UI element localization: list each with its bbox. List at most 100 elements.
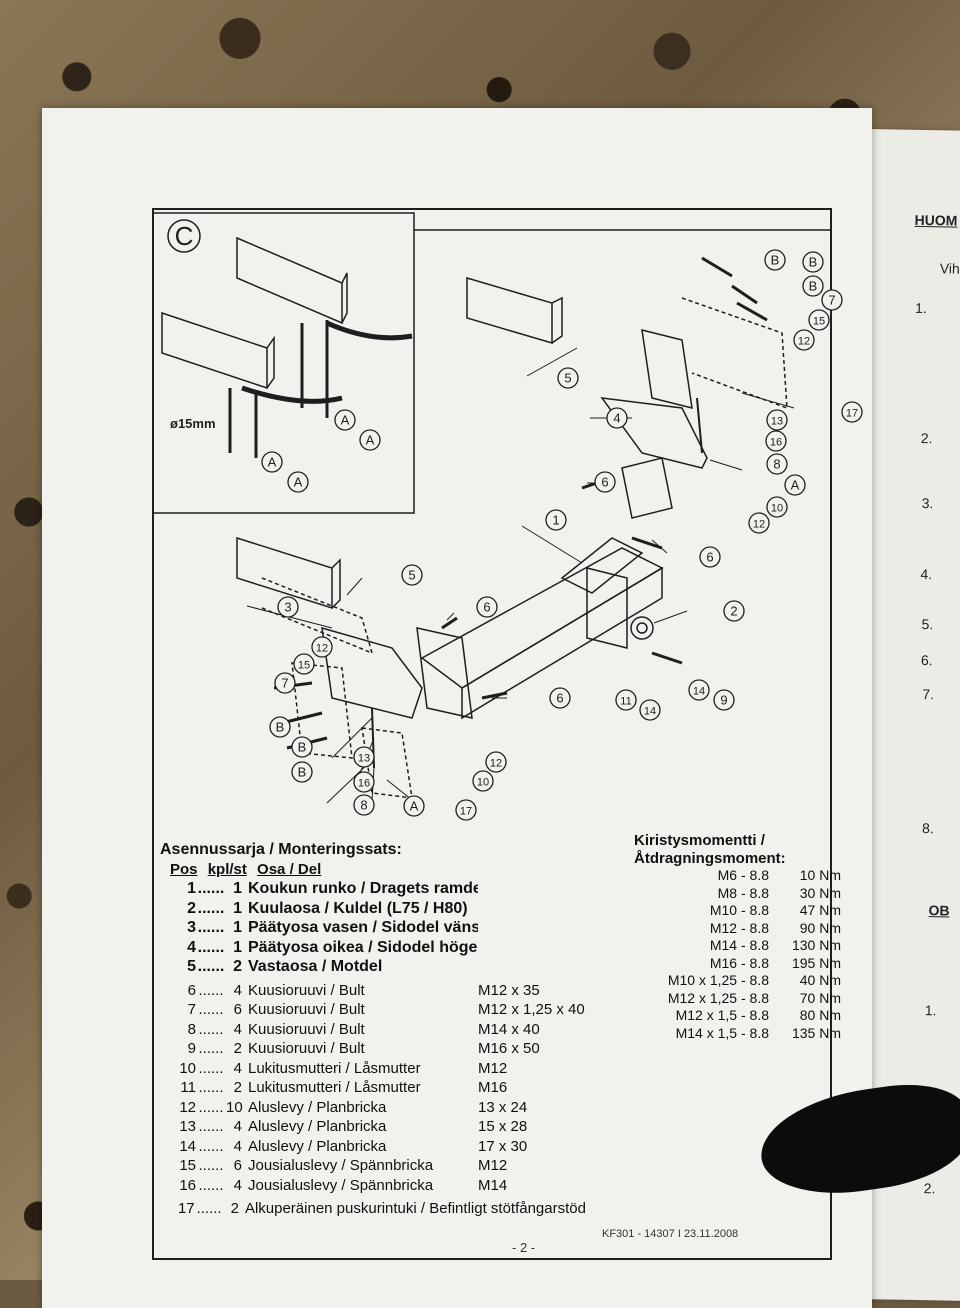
callout-bubble [353,746,375,768]
callout-bubble [766,496,788,518]
kit-dots: ...... [197,899,225,917]
kit-part-size: 17 x 30 [478,1137,528,1155]
callout-bubble [765,430,787,452]
kit-qty: 4 [233,1059,242,1077]
callout-bubble [403,795,425,817]
callout-label: 12 [316,643,328,655]
torque-bolt: M6 - 8.8 [717,867,769,883]
torque-bolt: M12 x 1,25 - 8.8 [667,989,769,1006]
callout-bubble [549,687,571,709]
kit-title: Asennussarja / Monteringssats: [160,841,402,858]
kit-qty: 1 [233,938,242,956]
kit-qty: 6 [233,1001,242,1018]
callout-label: 7 [281,676,288,691]
kit-part-name: Aluslevy / Planbricka [248,1137,387,1155]
kit-part-size: M16 [478,1079,508,1096]
kit-part-name: Alkuperäinen puskurintuki / Befintligt s… [244,1200,586,1217]
callout-label: 10 [477,777,489,789]
callout-bubble [545,509,567,531]
callout-bubble [557,367,579,389]
kit-dots: ...... [198,1176,224,1194]
callout-label: 7 [828,293,835,308]
callout-bubble [353,794,375,816]
torque-title-fi: Kiristysmomentti / [634,832,765,849]
kit-dots: ...... [197,880,225,897]
kit-part-name: Kuulaosa / Kuldel (L75 / H80) [248,899,468,917]
callout-bubble [793,329,815,351]
callout-bubble [472,770,494,792]
torque-value: 195 Nm [791,954,841,971]
torque-bolt: M10 x 1,25 - 8.8 [667,972,769,988]
callout-bubble [802,251,824,273]
callout-label: 9 [720,693,727,708]
kit-pos: 8 [187,1020,196,1038]
callout-label: B [276,720,285,735]
callout-bubble [594,471,616,493]
callout-label: 11 [620,696,631,708]
kit-part-name: Kuusioruuvi / Bult [248,1020,365,1038]
kit-part-size: 13 x 24 [478,1098,528,1116]
callout-bubble [802,275,824,297]
callout-label: 12 [753,519,765,531]
kit-qty: 4 [233,981,242,999]
kit-dots: ...... [197,919,225,936]
right-page-item: 8. [921,820,934,837]
callout-bubble [291,736,313,758]
right-page-item: 2. [920,429,933,447]
kit-part-name: Kuusioruuvi / Bult [248,1001,365,1018]
callout-label: 16 [358,778,370,790]
diameter-label: ø15mm [170,416,216,431]
ball-mount-plate [586,567,628,649]
end-plate-right [641,329,693,409]
callout-label: 8 [360,798,367,813]
callout-label: 2 [730,604,737,619]
callout-bubble [401,564,423,586]
side-bracket-right [600,397,708,469]
bumper-support-left [291,662,353,759]
callout-bubble [353,771,375,793]
torque-value: 70 Nm [799,989,841,1006]
kit-part-size: M12 [478,1157,508,1174]
kit-qty: 4 [233,1137,242,1155]
inset-tube-upper [236,236,343,325]
main-crossbar [420,547,664,689]
callout-label: 16 [770,437,782,449]
kit-pos: 15 [179,1157,196,1174]
torque-row: M12 x 1,25 - 8.8 70 Nm [634,990,849,1008]
callout-label: B [298,765,307,780]
kit-qty: 1 [233,919,242,936]
callout-label: 13 [358,753,370,765]
kit-part-size: M12 [478,1059,508,1077]
kit-qty: 10 [226,1098,243,1116]
callout-label: 12 [490,758,502,770]
kit-dots: ...... [196,1200,222,1217]
torque-value: 130 Nm [791,937,841,953]
kit-part-size: M12 x 1,25 x 40 [478,1001,585,1018]
kit-pos: 13 [179,1118,196,1135]
kit-dots: ...... [198,1137,224,1155]
callout-label: A [410,799,419,814]
right-page-item: 1. [914,299,927,317]
kit-dots: ...... [197,958,225,975]
callout-bubble [606,407,628,429]
torque-value: 80 Nm [799,1007,841,1023]
kit-qty: 1 [233,880,242,897]
callout-bubble [766,453,788,475]
inset-arrow-lower [241,385,343,404]
